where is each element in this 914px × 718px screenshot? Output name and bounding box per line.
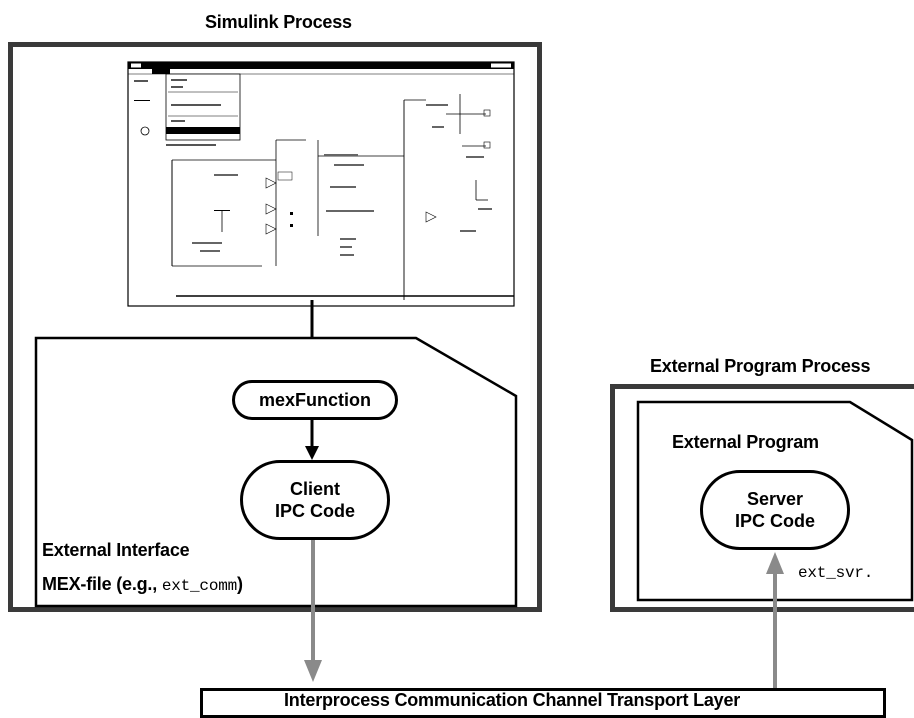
ext-svr-code-label: ext_svr. (798, 564, 874, 582)
arrow-mex-to-client (305, 420, 319, 460)
mex-file-label: MEX-file (e.g., ext_comm) (42, 574, 243, 595)
mex-function-pill: mexFunction (232, 380, 398, 420)
server-ipc-code-label: IPC Code (734, 511, 815, 531)
external-program-process-title: External Program Process (650, 356, 871, 376)
mex-file-suffix: ) (237, 574, 243, 594)
client-label: Client (289, 479, 340, 499)
arrow-client-to-transport (304, 540, 322, 682)
server-label: Server (746, 489, 804, 509)
mex-file-prefix: MEX-file (e.g., (42, 574, 162, 594)
external-interface-label: External Interface (42, 540, 190, 560)
server-ipc-pill: Server IPC Code (700, 470, 850, 550)
arrow-transport-to-server (766, 552, 784, 688)
transport-layer-label: Interprocess Communication Channel Trans… (284, 690, 741, 710)
mex-file-code: ext_comm (161, 577, 238, 595)
simulink-process-title: Simulink Process (205, 12, 352, 32)
external-program-label: External Program (672, 432, 819, 452)
simulink-window-thumbnail (127, 61, 515, 307)
client-ipc-code-label: IPC Code (274, 501, 355, 521)
client-ipc-pill: Client IPC Code (240, 460, 390, 540)
